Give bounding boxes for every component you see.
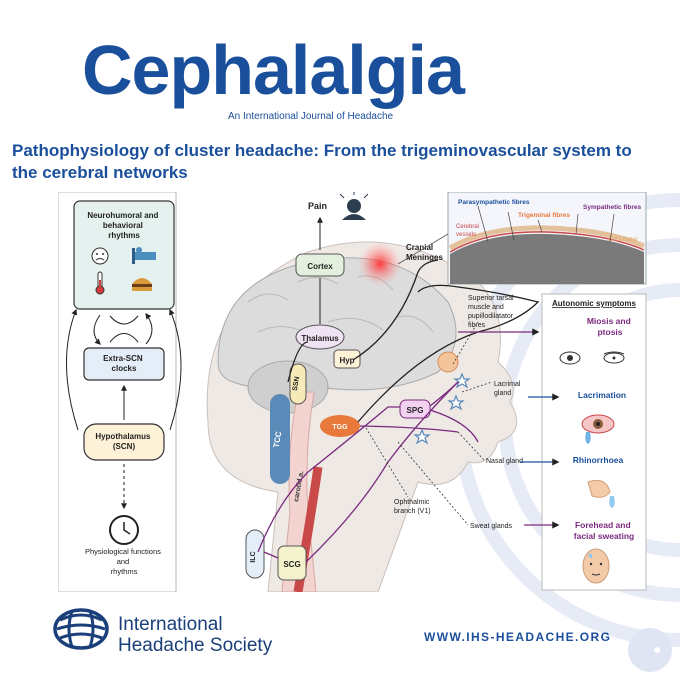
spg-box [399,399,431,419]
extra-scn-box [83,347,165,381]
tgg-label: TGG [332,424,348,431]
autonomic-header: Autonomic symptoms [552,299,637,308]
hyp-label: Hyp [339,356,354,365]
scg-label: SCG [283,560,300,569]
rhythms-label-line2: behavioral [103,221,143,230]
clock-icon [109,515,139,545]
pathophysiology-diagram: Neurohumoral and behavioral rhythms Extr… [58,192,647,592]
autonomic-panel [541,293,647,591]
symptom-arrows [458,328,560,529]
journal-subtitle: An International Journal of Headache [228,111,394,122]
spg-label: SPG [407,406,424,415]
sweating-label: Forehead and facial sweating [574,520,634,541]
cortex-box [295,253,345,277]
bed-icon [132,247,156,264]
hypothalamus-scn-label: Hypothalamus (SCN) [95,432,152,451]
rhythms-label: Neurohumoral and behavioral rhythms [87,211,160,240]
scg-box [277,545,307,581]
target-stars [413,372,471,445]
nose-drip-icon [587,479,615,508]
journal-title: Cephalalgia [82,31,465,109]
sweating-face-icon [582,548,610,584]
inset-fibres [477,205,615,243]
trigeminal-label: Trigeminal fibres [518,212,570,219]
thermometer-icon [95,271,105,295]
article-title: Pathophysiology of cluster headache: Fro… [12,141,632,182]
miosis-label: Miosis and ptosis [587,316,633,337]
sweat-glands-label: Sweat glands [470,523,513,530]
lacrimal-gland-label: Lacrimal gland [494,381,522,397]
nasal-gland-label: Nasal gland [486,458,523,465]
left-panel-frame [58,192,177,592]
tcc-label: TCC [272,430,284,448]
eyes-icon [559,351,625,365]
label-leaders [365,321,493,526]
tcc-column [270,394,290,484]
thalamus-box [295,324,345,350]
ophthalmic-label: Ophthalmic branch (V1) [394,499,431,515]
rhinorrhoea-label: Rhinorrhoea [573,455,624,465]
physiological-label: Physiological functions and rhythms [85,547,163,576]
rhythms-label-line3: rhythms [108,231,140,240]
headache-person-icon [339,192,369,220]
dura-mater-label: Dura mater [608,237,638,243]
superior-tarsal-label: Superior tarsal muscle and pupillodilata… [468,295,515,329]
hyp-box [333,349,361,369]
cranial-meninges-label: Cranial Meninges [406,243,443,262]
tgg-ganglion [320,415,360,437]
ssn-box [289,363,307,405]
ilc-label: ILC [250,551,257,562]
hypothalamus-scn-box [83,423,165,461]
rhythms-label-line1: Neurohumoral and [87,211,158,220]
ihs-org-line2: Headache Society [118,635,273,656]
pain-label: Pain [308,201,327,211]
eye-target [437,351,459,373]
cerebral-vessels-label: Cerebral vessels [456,224,481,238]
burger-icon [132,278,152,291]
cortex-label: Cortex [307,262,333,271]
ihs-org-name: International Headache Society [118,614,272,656]
ihs-website-link[interactable]: WWW.IHS-HEADACHE.ORG [424,630,612,644]
inset-brain-tissue [450,233,644,284]
lacrimation-label: Lacrimation [578,390,626,400]
thalamus-label: Thalamus [301,334,339,343]
inset-dura [448,225,646,251]
parasympathetic-label: Parasympathetic fibres [458,199,530,206]
ssn-label: SSN [292,376,301,391]
sympathetic-label: Sympathetic fibres [583,204,642,211]
teary-eye-icon [581,414,615,444]
ihs-org-line1: International [118,614,223,635]
extra-scn-label: Extra-SCN clocks [103,354,145,373]
pathways [257,259,540,563]
ilc-box [245,529,265,579]
ihs-logo-icon [53,608,109,650]
corner-dot [628,628,672,672]
angry-face-icon [91,247,109,265]
meninges-pain-glow [358,242,402,286]
